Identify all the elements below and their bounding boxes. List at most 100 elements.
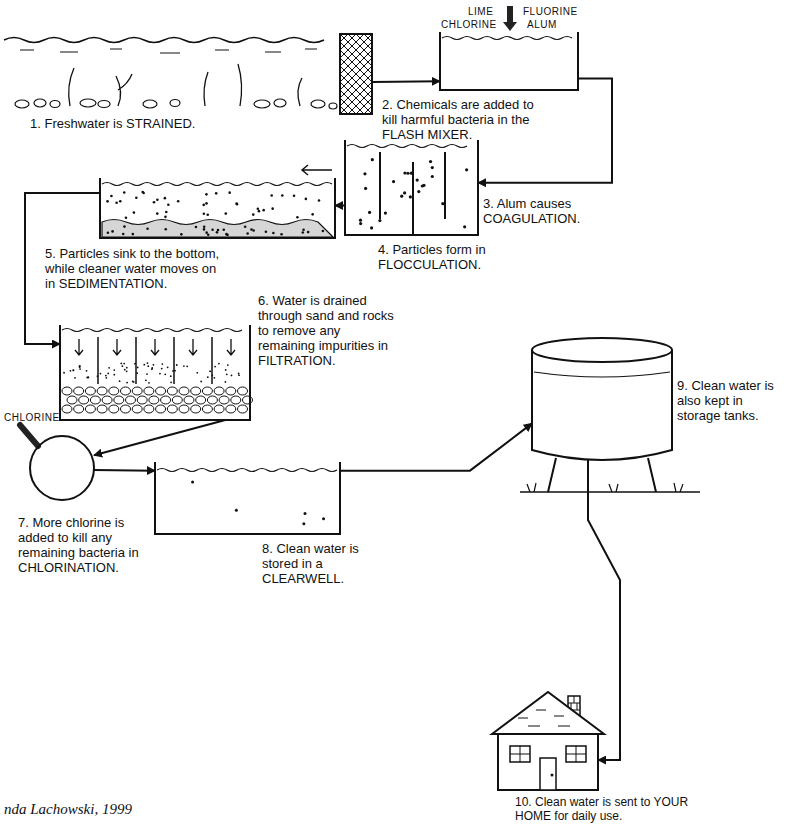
particle-dot [378, 219, 381, 222]
particle-dot [463, 225, 466, 228]
caption-box: 8. Clean water is stored in a CLEARWELL. [262, 541, 394, 586]
particle-dot [265, 230, 268, 233]
credit-line: nda Lachowski, 1999 [4, 800, 132, 818]
particle-dot [235, 202, 238, 205]
particle-dot [250, 228, 253, 231]
gravel-rock [243, 396, 253, 404]
flow-arrow [75, 339, 235, 355]
house-outline [498, 690, 598, 790]
particle-dot [359, 222, 362, 225]
particle-dot [205, 202, 208, 205]
particle-dot [70, 370, 72, 372]
caption-box: 7. More chlorine is added to kill any re… [18, 515, 150, 575]
particle-dot [186, 365, 188, 367]
tank-wall [440, 32, 578, 90]
particle-dot [203, 212, 206, 215]
particle-dot [126, 370, 128, 372]
particle-dot [142, 192, 145, 195]
particle-dot [202, 204, 205, 207]
label-box: LIME [468, 6, 493, 18]
strainer-screen-outline [340, 34, 372, 114]
particle-dot [302, 522, 305, 525]
particle-dot [122, 233, 125, 236]
door-knob [551, 774, 554, 777]
gravel-rock [207, 396, 217, 404]
gravel-rock [161, 396, 171, 404]
particle-dot [113, 374, 115, 376]
gravel-rock [121, 405, 131, 413]
weed [69, 68, 74, 106]
grass [527, 483, 683, 492]
particle-dot [226, 373, 228, 375]
roof-shingles [518, 710, 570, 726]
gravel-rock [179, 387, 189, 395]
particle-dot [134, 363, 136, 365]
gravel-rock [62, 387, 72, 395]
particle-dot [211, 374, 213, 376]
particle-dot [164, 373, 166, 375]
river-weeds [69, 64, 302, 106]
caption-box: 9. Clean water is also kept in storage t… [677, 378, 783, 423]
gravel-rock [226, 405, 236, 413]
particle-dot [280, 233, 283, 236]
particle-dot [441, 202, 444, 205]
particle-dot [224, 212, 227, 215]
caption-box: 2. Chemicals are added to kill harmful b… [382, 97, 550, 142]
particle-dot [133, 211, 136, 214]
water-line [102, 183, 332, 186]
gravel-rock [121, 387, 131, 395]
particle-dot [164, 228, 167, 231]
particle-dot [244, 225, 247, 228]
particle-dot [107, 232, 110, 235]
particle-dot [318, 199, 321, 202]
stone [274, 99, 286, 107]
step-caption: 1. Freshwater is STRAINED. [30, 116, 330, 131]
chlorine-feed-tube [20, 425, 38, 446]
sphere-outline [30, 436, 94, 500]
particle-dot [133, 381, 135, 383]
particle-dot [100, 373, 102, 375]
particle-dot [209, 370, 211, 372]
gravel-rock [167, 405, 177, 413]
particle-dot [153, 201, 156, 204]
pipe-connector [335, 205, 345, 207]
particle-dot [123, 363, 125, 365]
water-line [62, 329, 242, 332]
particle-dot [392, 180, 395, 183]
gravel-rock [102, 396, 112, 404]
flash-mixer-tank: 2. Chemicals are added to kill harmful b… [440, 32, 578, 90]
weed [204, 72, 208, 106]
label-box: FLUORINE [523, 6, 578, 18]
stone [80, 99, 96, 107]
gravel-rock [144, 387, 154, 395]
gravel-rock [109, 387, 119, 395]
particle-dot [79, 365, 81, 367]
label-box: CHLORINE [441, 19, 497, 31]
gravel-rock [156, 387, 166, 395]
particle-dot [363, 172, 366, 175]
particle-dot [108, 367, 110, 369]
particle-dot [406, 172, 409, 175]
caption-box: 5. Particles sink to the bottom, while c… [45, 246, 223, 291]
gravel-rock [132, 405, 142, 413]
river-surface [4, 38, 324, 43]
particle-dot [124, 369, 126, 371]
gravel-rock [97, 387, 107, 395]
gravel-rock [214, 405, 224, 413]
particle-dot [125, 216, 128, 219]
particle-dot [126, 382, 128, 384]
caption-box: 4. Particles form in FLOCCULATION. [378, 242, 506, 272]
filtration-bed-outline [60, 325, 250, 420]
particle-dot [147, 365, 149, 367]
baffle [380, 152, 445, 235]
tank-wall [60, 325, 250, 420]
particle-dot [211, 228, 214, 231]
door [540, 758, 556, 790]
chemical-label: LIME [468, 6, 493, 18]
particle-dot [431, 166, 434, 169]
particle-dot [410, 172, 413, 175]
caption-box: 1. Freshwater is STRAINED. [30, 116, 330, 131]
particle-dot [270, 194, 273, 197]
storage-tank: 9. Clean water is also kept in storage t… [532, 338, 672, 460]
